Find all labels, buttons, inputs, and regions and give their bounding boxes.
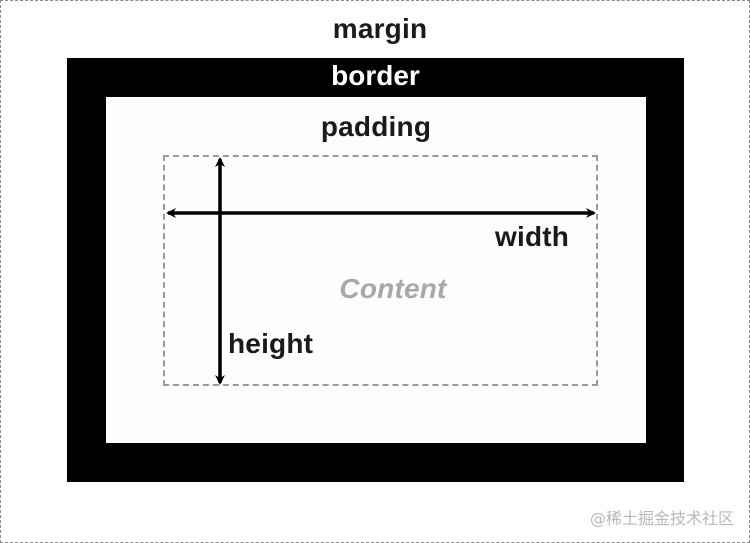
- content-box: [163, 155, 598, 386]
- width-label: width: [495, 221, 570, 252]
- padding-label: padding: [320, 111, 432, 142]
- border-label: border: [331, 60, 420, 91]
- margin-label: margin: [332, 13, 428, 44]
- watermark: @稀土掘金技术社区: [589, 509, 734, 528]
- height-label: height: [228, 328, 314, 359]
- content-label: Content: [339, 273, 447, 304]
